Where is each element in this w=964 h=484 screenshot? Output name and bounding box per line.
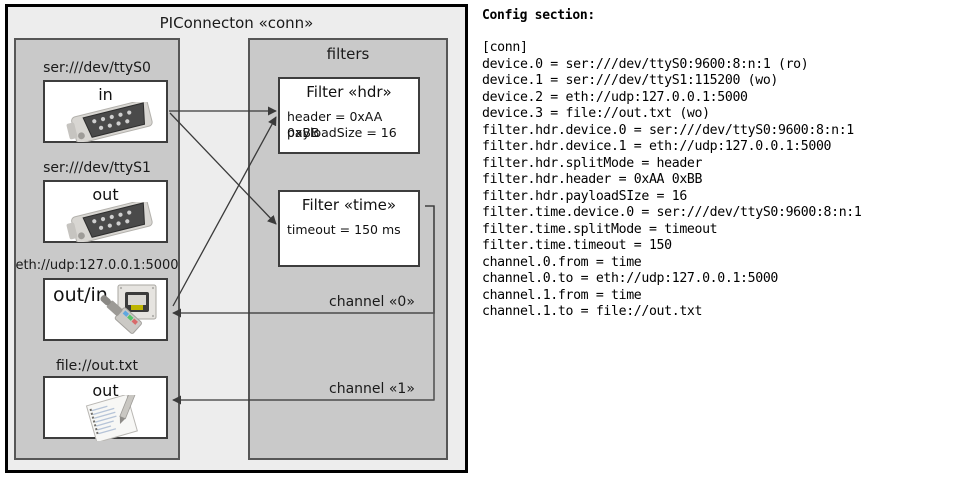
device-node-eth[interactable]: out/in [43, 278, 168, 341]
config-text: [conn] device.0 = ser:///dev/ttyS0:9600:… [482, 40, 862, 319]
filter-prop-hdr-header: header = 0xAA 0xBB [287, 109, 383, 140]
device-label-file: file://out.txt [55, 358, 139, 374]
device-direction-ttyS0: in [98, 85, 113, 104]
serial-port-icon [66, 202, 153, 242]
page-title: PIConnecton «conn» [159, 14, 314, 32]
config-section: Config section: [conn] device.0 = ser://… [482, 8, 960, 321]
text-file-icon [85, 395, 138, 441]
filter-node-hdr[interactable]: Filter «hdr» header = 0xAA 0xBB payloadS… [278, 77, 420, 154]
device-node-file[interactable]: out [43, 376, 168, 441]
ethernet-jack-icon [100, 284, 157, 334]
filter-prop-time-timeout: timeout = 150 ms [287, 222, 401, 237]
filter-title-time: Filter «time» [301, 196, 397, 214]
config-heading: Config section: [482, 8, 595, 23]
serial-port-icon [66, 102, 153, 142]
channel-label-1: channel «1» [329, 381, 415, 397]
device-label-ttyS1: ser:///dev/ttyS1 [43, 160, 151, 176]
filter-node-time[interactable]: Filter «time» timeout = 150 ms [278, 190, 420, 267]
filter-prop-hdr-payloadsize: payloadSize = 16 [287, 125, 397, 140]
device-direction-ttyS1: out [92, 185, 119, 204]
filters-group-title: filters [326, 45, 370, 63]
device-node-ttyS0[interactable]: in [43, 80, 168, 143]
channel-label-0: channel «0» [329, 294, 415, 310]
device-direction-file: out [92, 381, 119, 400]
device-label-eth: eth://udp:127.0.0.1:5000 [15, 258, 179, 273]
filter-title-hdr: Filter «hdr» [306, 83, 392, 101]
device-node-ttyS1[interactable]: out [43, 180, 168, 243]
device-direction-eth: out/in [53, 284, 108, 306]
device-label-ttyS0: ser:///dev/ttyS0 [43, 60, 151, 76]
